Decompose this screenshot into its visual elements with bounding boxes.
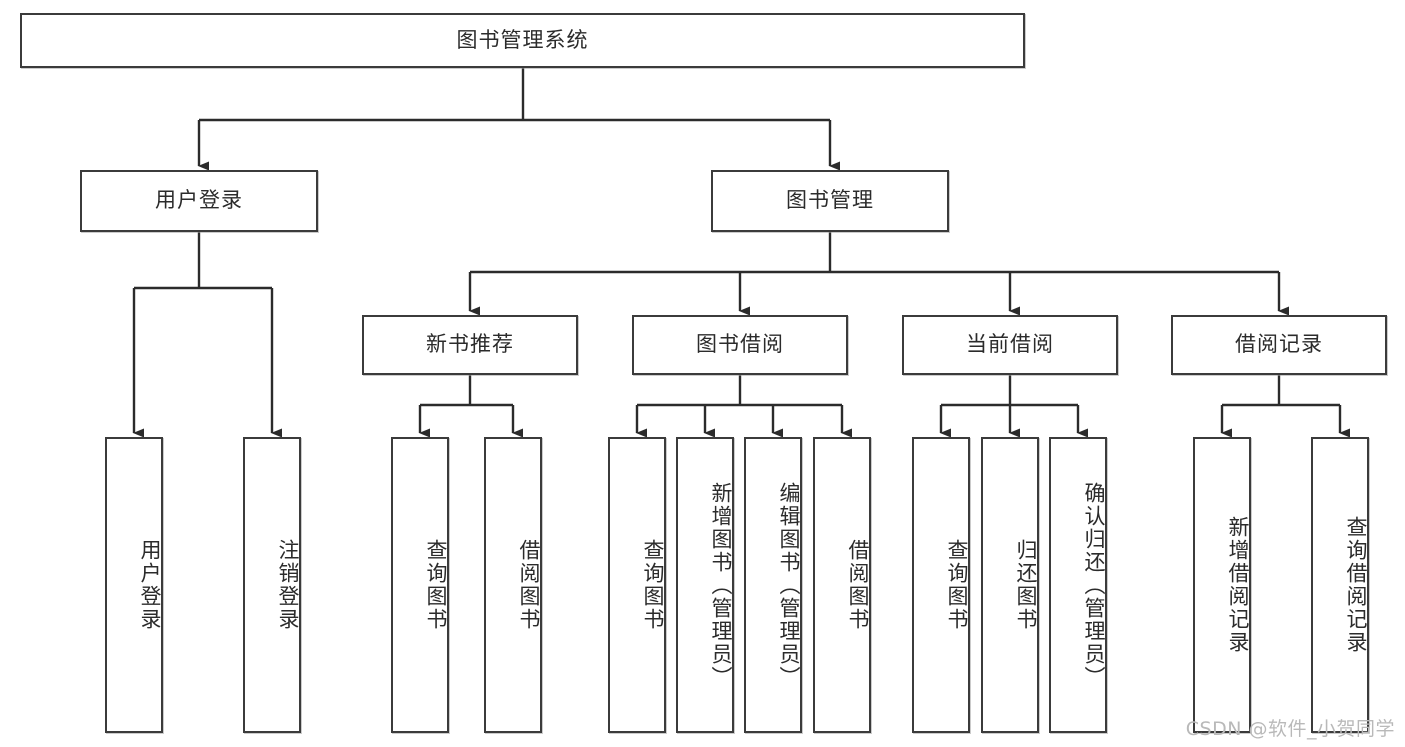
- node-current-borrow[interactable]: 当前借阅: [902, 315, 1118, 375]
- leaf-label: 归还图书: [1014, 539, 1038, 631]
- node-leaf-query-book-borrow[interactable]: 查询图书: [608, 437, 666, 733]
- node-borrow-record[interactable]: 借阅记录: [1171, 315, 1387, 375]
- leaf-label: 借阅图书: [846, 539, 870, 631]
- node-book-borrow[interactable]: 图书借阅: [632, 315, 848, 375]
- node-leaf-logout[interactable]: 注销登录: [243, 437, 301, 733]
- leaf-label: 确认归还（管理员）: [1082, 481, 1106, 689]
- leaf-label: 新增借阅记录: [1226, 516, 1250, 654]
- node-leaf-edit-book-admin[interactable]: 编辑图书（管理员）: [744, 437, 802, 733]
- leaf-label: 查询图书: [424, 539, 448, 631]
- node-root-system[interactable]: 图书管理系统: [20, 13, 1025, 68]
- leaf-label: 用户登录: [138, 539, 162, 631]
- watermark-text: CSDN @软件_小贺同学: [1185, 718, 1395, 740]
- node-leaf-query-book-recommend[interactable]: 查询图书: [391, 437, 449, 733]
- leaf-label: 注销登录: [276, 539, 300, 631]
- node-new-book-recommend[interactable]: 新书推荐: [362, 315, 578, 375]
- leaf-label: 新增图书（管理员）: [709, 481, 733, 689]
- leaf-label: 查询图书: [945, 539, 969, 631]
- node-leaf-return-book[interactable]: 归还图书: [981, 437, 1039, 733]
- leaf-label: 编辑图书（管理员）: [777, 481, 801, 689]
- leaf-label: 查询图书: [641, 539, 665, 631]
- node-leaf-query-book-current[interactable]: 查询图书: [912, 437, 970, 733]
- node-leaf-add-borrow-record[interactable]: 新增借阅记录: [1193, 437, 1251, 733]
- node-leaf-borrow-book[interactable]: 借阅图书: [813, 437, 871, 733]
- node-leaf-user-login[interactable]: 用户登录: [105, 437, 163, 733]
- node-leaf-confirm-return-admin[interactable]: 确认归还（管理员）: [1049, 437, 1107, 733]
- leaf-label: 查询借阅记录: [1344, 516, 1368, 654]
- node-leaf-query-borrow-record[interactable]: 查询借阅记录: [1311, 437, 1369, 733]
- node-leaf-borrow-book-recommend[interactable]: 借阅图书: [484, 437, 542, 733]
- leaf-label: 借阅图书: [517, 539, 541, 631]
- node-user-login[interactable]: 用户登录: [80, 170, 318, 232]
- node-book-management[interactable]: 图书管理: [711, 170, 949, 232]
- node-leaf-add-book-admin[interactable]: 新增图书（管理员）: [676, 437, 734, 733]
